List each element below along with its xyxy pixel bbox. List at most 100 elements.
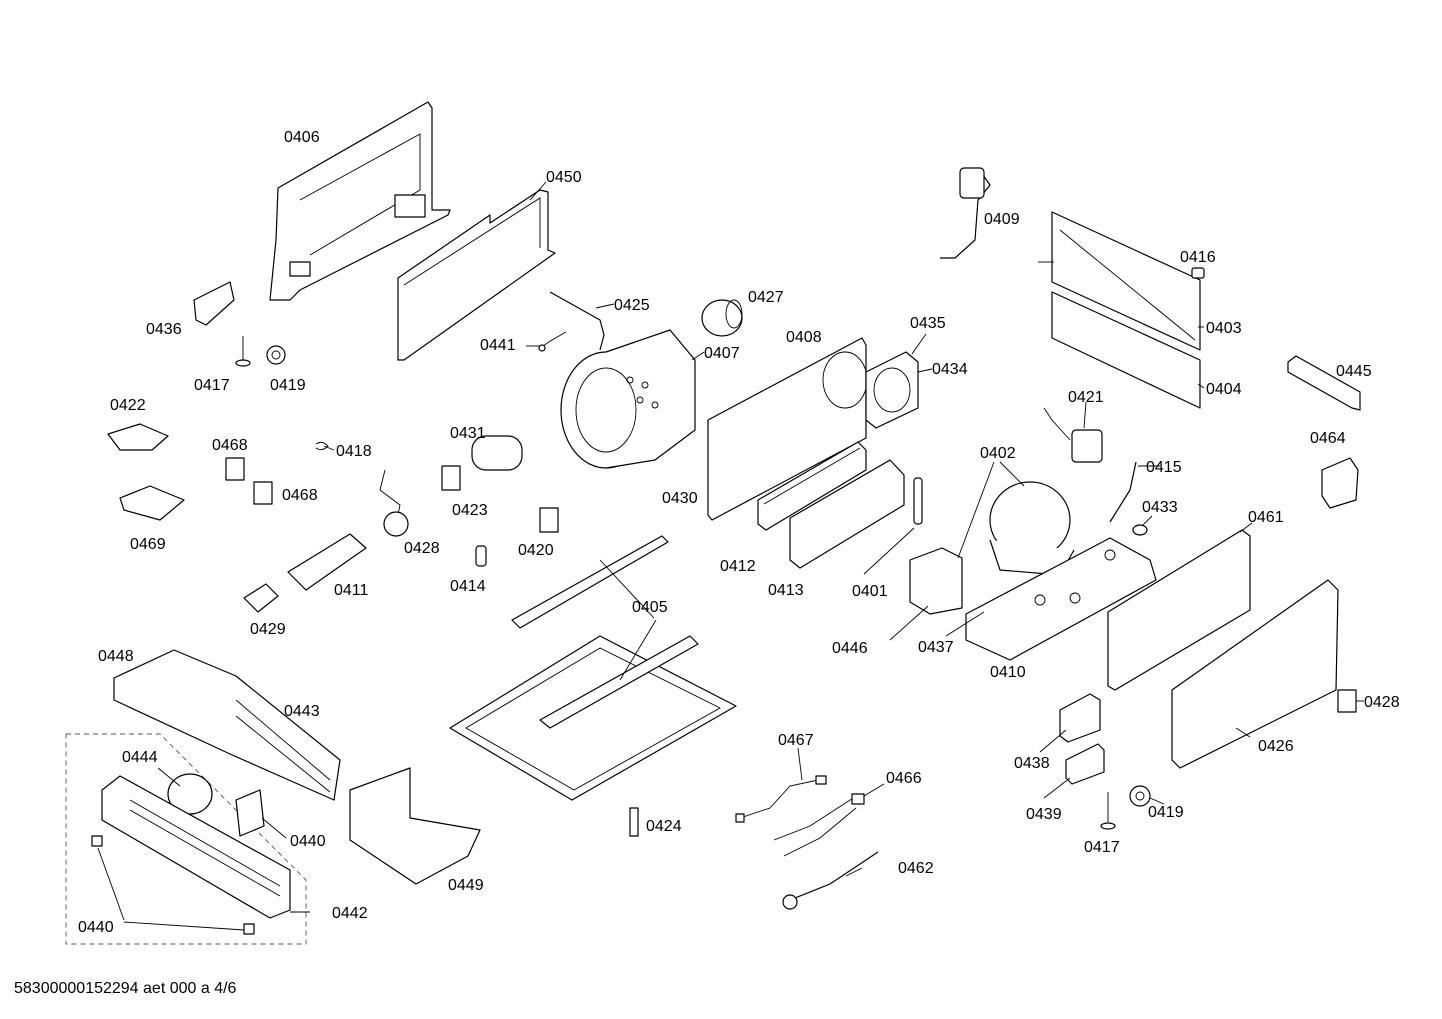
part-0436-0410-base-plate bbox=[965, 537, 1157, 661]
label-0438: 0438 bbox=[1014, 755, 1050, 772]
part-0424-clip bbox=[629, 807, 639, 837]
label-0468-b: 0468 bbox=[282, 487, 318, 504]
part-0439-bracket bbox=[1065, 743, 1105, 785]
label-0463: 0462 bbox=[898, 860, 934, 877]
part-0406-back-panel bbox=[269, 101, 451, 301]
part-0464-cover bbox=[1321, 457, 1359, 509]
label-0440: 0440 bbox=[78, 919, 114, 936]
label-0413: 0413 bbox=[768, 582, 804, 599]
part-0444-grille bbox=[101, 775, 291, 919]
part-0433-grommet bbox=[1132, 524, 1148, 536]
label-0462: 0461 bbox=[1248, 509, 1284, 526]
part-0404-panel bbox=[1051, 291, 1201, 409]
label-0404: 0404 bbox=[1206, 381, 1242, 398]
label-0422: 0422 bbox=[110, 397, 146, 414]
part-0445-damper bbox=[167, 773, 213, 815]
label-0444: 0442 bbox=[332, 905, 368, 922]
label-0405: 0405 bbox=[632, 599, 668, 616]
part-0437-bracket bbox=[193, 281, 235, 326]
part-0419-foot bbox=[266, 345, 286, 365]
assembly-0440-0445-box bbox=[65, 733, 307, 945]
label-0414: 0414 bbox=[450, 578, 486, 595]
part-0426-side-panel bbox=[1171, 579, 1339, 769]
part-0418-clip bbox=[315, 441, 329, 451]
label-0417-b: 0417 bbox=[1084, 839, 1120, 856]
part-0405-frame bbox=[449, 535, 737, 801]
part-0449-0443-duct bbox=[113, 649, 341, 801]
label-0424: 0424 bbox=[646, 818, 682, 835]
label-0402: 0402 bbox=[980, 445, 1016, 462]
part-0407-fan-housing bbox=[560, 329, 696, 469]
label-0418: 0418 bbox=[336, 443, 372, 460]
label-0430: 0428 bbox=[404, 540, 440, 557]
label-0407: 0407 bbox=[704, 345, 740, 362]
label-0428: 0428 bbox=[1364, 694, 1400, 711]
part-0412-drip-tray bbox=[757, 441, 867, 531]
label-0466: 0466 bbox=[886, 770, 922, 787]
part-0425-clip bbox=[549, 291, 605, 351]
label-0429: 0429 bbox=[250, 621, 286, 638]
label-0446: 0445 bbox=[1336, 363, 1372, 380]
label-0421: 0421 bbox=[1068, 389, 1104, 406]
part-0448-relay-box bbox=[909, 547, 963, 615]
label-0435: 0435 bbox=[910, 315, 946, 332]
label-0439: 0439 bbox=[1026, 806, 1062, 823]
label-0403: 0403 bbox=[1206, 320, 1242, 337]
label-0410: 0410 bbox=[990, 664, 1026, 681]
label-0415: 0415 bbox=[1146, 459, 1182, 476]
label-0441: 0440 bbox=[290, 833, 326, 850]
part-0441-cover bbox=[235, 789, 265, 837]
label-0445: 0444 bbox=[122, 749, 158, 766]
part-0416-plug bbox=[1191, 267, 1205, 279]
part-0422-cover bbox=[107, 423, 169, 451]
part-0434-axial-fan bbox=[865, 351, 919, 429]
part-0438-bracket bbox=[1059, 693, 1101, 743]
part-labels: 0406 0450 0425 0427 0436 0441 0407 0408 … bbox=[78, 129, 1400, 936]
label-0420: 0420 bbox=[518, 542, 554, 559]
part-0413-cover bbox=[789, 459, 905, 569]
leader-lines bbox=[97, 181, 1364, 931]
label-0468-a: 0468 bbox=[212, 437, 248, 454]
label-0408: 0408 bbox=[786, 329, 822, 346]
label-0425: 0425 bbox=[614, 297, 650, 314]
part-0468-valve-a bbox=[225, 457, 245, 481]
part-0403-panel bbox=[1051, 211, 1201, 351]
part-0427-cap bbox=[701, 299, 743, 337]
part-drawings bbox=[65, 101, 1361, 945]
label-0412: 0412 bbox=[720, 558, 756, 575]
part-0401-filter-drier bbox=[913, 477, 923, 525]
part-0463-tube bbox=[782, 851, 879, 910]
label-0448: 0446 bbox=[832, 640, 868, 657]
label-0406: 0406 bbox=[284, 129, 320, 146]
part-0428-clip bbox=[1337, 689, 1357, 713]
part-0440-pad-b bbox=[243, 923, 255, 935]
part-0417-screw bbox=[235, 336, 251, 367]
part-0423-valve bbox=[441, 465, 461, 491]
label-0431: 0431 bbox=[450, 425, 486, 442]
part-0446-bracket bbox=[1287, 355, 1361, 411]
label-0426: 0426 bbox=[1258, 738, 1294, 755]
label-0409: 0409 bbox=[984, 211, 1020, 228]
part-0440-pad-a bbox=[91, 835, 103, 847]
part-0409-power-cord bbox=[940, 167, 991, 259]
label-0437: 0436 bbox=[146, 321, 182, 338]
part-0402-compressor bbox=[989, 481, 1075, 576]
label-0416: 0416 bbox=[1180, 249, 1216, 266]
part-0431-cylinder bbox=[471, 435, 523, 471]
part-0411-heater-tube bbox=[287, 533, 367, 591]
part-0468-valve-b bbox=[253, 481, 273, 505]
label-0464: 0464 bbox=[1310, 430, 1346, 447]
part-0467-harness bbox=[735, 775, 827, 823]
document-code: 58300000152294 aet 000 a 4/6 bbox=[14, 980, 237, 997]
part-0461-rear-cover bbox=[397, 189, 556, 361]
label-0433: 0433 bbox=[1142, 499, 1178, 516]
label-0449: 0448 bbox=[98, 648, 134, 665]
label-0417-a: 0417 bbox=[194, 377, 230, 394]
label-0427: 0427 bbox=[748, 289, 784, 306]
label-0443: 0443 bbox=[284, 703, 320, 720]
label-0469: 0469 bbox=[130, 536, 166, 553]
part-0417-screw-right bbox=[1100, 792, 1116, 830]
label-0419-b: 0419 bbox=[1148, 804, 1184, 821]
label-0423: 0423 bbox=[452, 502, 488, 519]
part-0419-foot-right bbox=[1129, 785, 1151, 807]
